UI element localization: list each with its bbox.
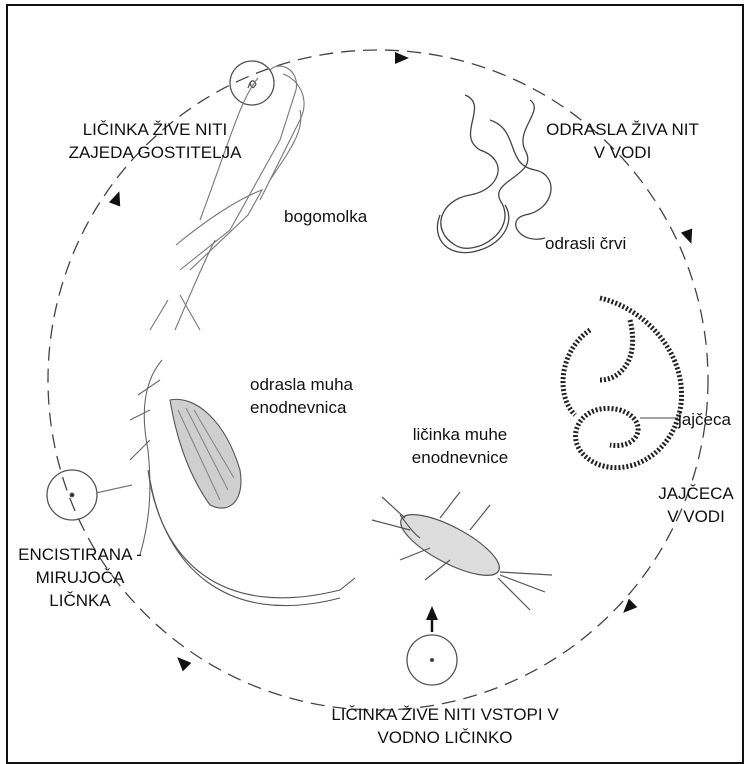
label-line: LIČNKA xyxy=(10,589,150,612)
mantis-illustration xyxy=(150,66,304,330)
label-line: VODNO LIČINKO xyxy=(295,726,595,749)
label-line: LIČINKA ŽIVE NITI VSTOPI V xyxy=(295,703,595,726)
label-mantis: bogomolka xyxy=(284,205,367,228)
label-line: ENCISTIRANA - xyxy=(10,543,150,566)
cyst-circle-left xyxy=(47,470,132,520)
label-encysted: ENCISTIRANA - MIRUJOČA LIČNKA xyxy=(10,543,150,612)
cycle-arrow-top xyxy=(395,52,409,64)
label-line: ličinka muhe xyxy=(385,423,535,446)
larva-arrow-up xyxy=(426,606,438,632)
label-line: jajčeca xyxy=(678,408,731,431)
cycle-arrow-right xyxy=(681,229,697,246)
label-line: LIČINKA ŽIVE NITI xyxy=(40,118,270,141)
eggs-worm-illustration xyxy=(563,298,682,468)
label-adult-mayfly: odrasla muha enodnevnica xyxy=(250,373,353,419)
label-eggs: jajčeca xyxy=(678,408,731,431)
label-line: odrasla muha xyxy=(250,373,353,396)
label-adult-worms: odrasli črvi xyxy=(545,232,626,255)
cycle-arrow-left xyxy=(109,189,125,206)
cyst-circle-bottom xyxy=(407,635,457,685)
label-line: ODRASLA ŽIVA NIT xyxy=(520,118,725,141)
label-larva-enters: LIČINKA ŽIVE NITI VSTOPI V VODNO LIČINKO xyxy=(295,703,595,749)
cyst-circle-top xyxy=(230,61,274,105)
life-cycle-illustration xyxy=(0,0,753,742)
cycle-arrow-bottom-left xyxy=(173,653,191,671)
label-line: bogomolka xyxy=(284,205,367,228)
label-line: ZAJEDA GOSTITELJA xyxy=(40,141,270,164)
cycle-arrow-bottom-right xyxy=(619,599,637,617)
label-eggs-in-water: JAJČECA V VODI xyxy=(652,482,740,528)
label-adult-in-water: ODRASLA ŽIVA NIT V VODI xyxy=(520,118,725,164)
label-line: JAJČECA xyxy=(652,482,740,505)
label-line: MIRUJOČA xyxy=(10,566,150,589)
label-line: enodnevnice xyxy=(385,446,535,469)
label-line: V VODI xyxy=(520,141,725,164)
label-mayfly-larva: ličinka muhe enodnevnice xyxy=(385,423,535,469)
label-line: enodnevnica xyxy=(250,396,353,419)
label-larva-infects-host: LIČINKA ŽIVE NITI ZAJEDA GOSTITELJA xyxy=(40,118,270,164)
label-line: odrasli črvi xyxy=(545,232,626,255)
mayfly-larva-illustration xyxy=(372,492,552,610)
label-line: V VODI xyxy=(652,505,740,528)
